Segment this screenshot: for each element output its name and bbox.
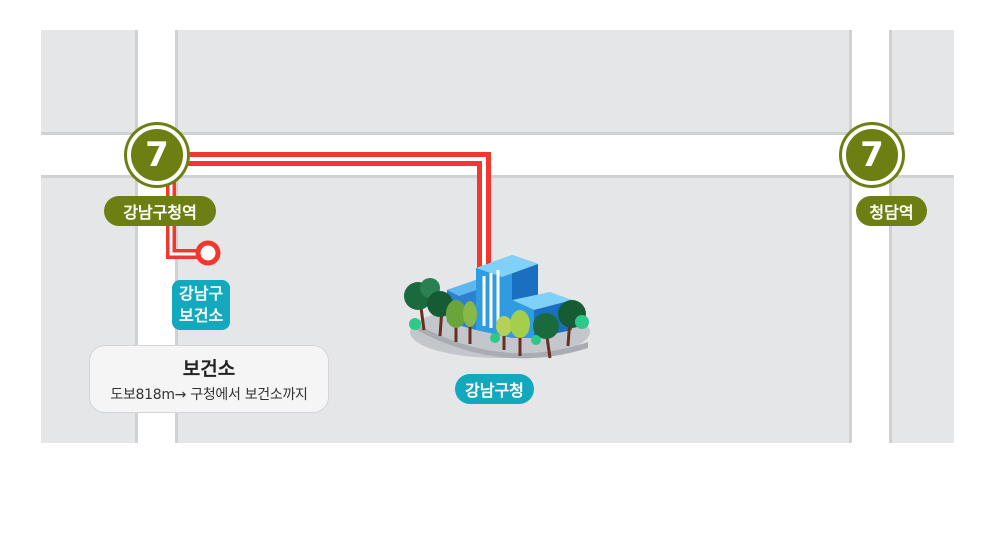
place-label-health-center[interactable]: 강남구 보건소 [172,280,231,330]
place-label-district-office[interactable]: 강남구청 [455,374,534,404]
road-vertical-right [849,30,892,443]
health-center-label-line2: 보건소 [179,306,224,325]
route-info-card[interactable]: 보건소 도보818m→ 구청에서 보건소까지 [89,345,329,413]
line-7-badge-cheongdam[interactable]: 7 [842,125,902,185]
route-endpoint-marker [195,240,221,266]
line-7-badge-gangnam-gu-office[interactable]: 7 [127,125,187,185]
info-card-subtitle: 도보818m→ 구청에서 보건소까지 [110,387,308,403]
walking-route [166,152,491,296]
road-horizontal [41,132,954,178]
station-label-cheongdam[interactable]: 청담역 [856,196,927,226]
station-label-gangnam-gu-office[interactable]: 강남구청역 [104,196,216,226]
health-center-label-line1: 강남구 [179,284,224,303]
info-card-title: 보건소 [182,358,236,380]
district-office-building-icon [404,255,590,359]
